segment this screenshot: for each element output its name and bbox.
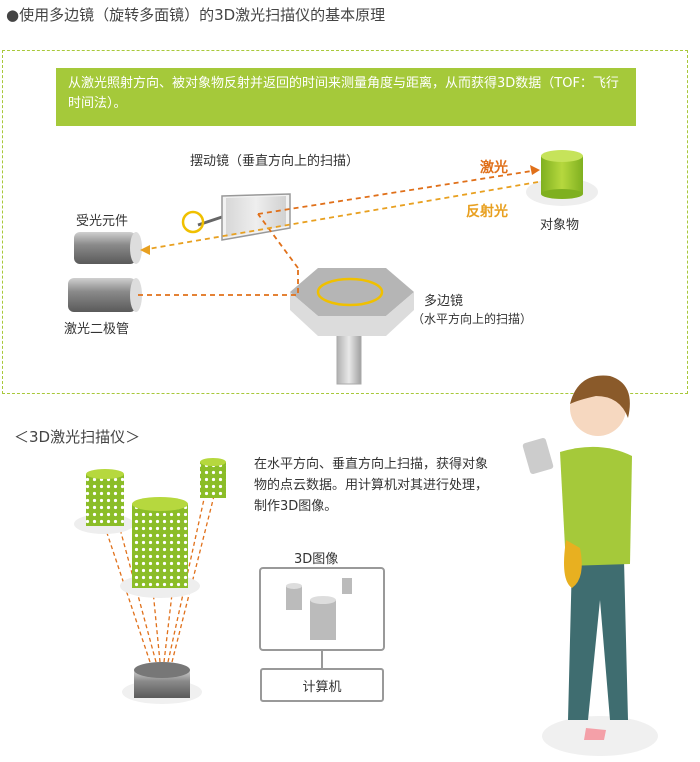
scan-beams (101, 487, 217, 663)
laser-label: 激光 (480, 160, 508, 176)
polygon-mirror-label: 多边镜 (424, 294, 464, 309)
info-box: 从激光照射方向、被对象物反射并返回的时间来测量角度与距离，从而获得3D数据（TO… (56, 68, 636, 126)
scanner-description: 在水平方向、垂直方向上扫描，获得对象物的点云数据。用计算机对其进行处理，制作3D… (254, 457, 489, 514)
computer-box: 计算机 (260, 668, 384, 702)
reflected-label: 反射光 (466, 204, 508, 220)
rotation-arrow-icon (181, 210, 205, 234)
3d-image-monitor (259, 567, 385, 668)
object-cylinder (526, 150, 598, 206)
receiver-cylinder (74, 232, 142, 264)
3d-image-label: 3D图像 (294, 552, 339, 567)
person-illustration (522, 375, 658, 756)
principle-panel (2, 50, 688, 394)
laser-beams (138, 169, 539, 296)
laser-diode-cylinder (68, 278, 142, 312)
laser-diode-label: 激光二极管 (64, 322, 130, 337)
page-title: ●使用多边镜（旋转多面镜）的3D激光扫描仪的基本原理 (6, 6, 386, 24)
object-label: 对象物 (540, 218, 580, 233)
polygon-mirror (290, 268, 414, 385)
swing-mirror (181, 193, 291, 241)
swing-mirror-label: 摆动镜（垂直方向上的扫描） (190, 154, 360, 169)
reflect-arrow-icon (140, 245, 150, 255)
laser-arrow-icon (530, 165, 540, 175)
scanner-device (122, 662, 202, 704)
receiver-label: 受光元件 (76, 214, 129, 229)
polygon-mirror-sublabel: （水平方向上的扫描） (412, 312, 533, 326)
scanner-title: ＜3D激光扫描仪＞ (14, 428, 141, 446)
computer-label: 计算机 (302, 679, 342, 695)
polygon-rotation-icon (316, 277, 384, 307)
point-cloud-objects (74, 458, 226, 598)
